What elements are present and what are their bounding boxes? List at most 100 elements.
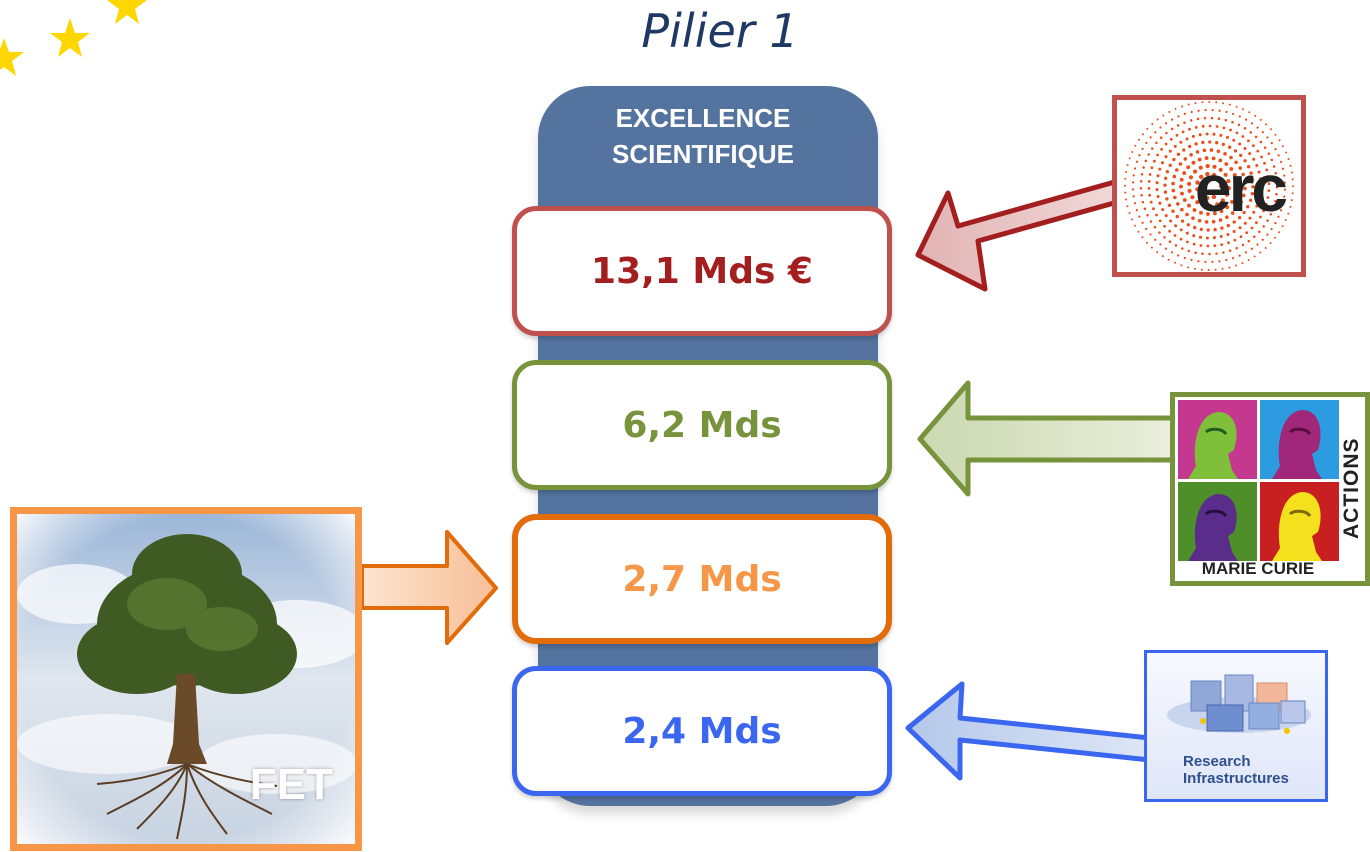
erc-dot [1155,181,1159,185]
erc-dot [1194,142,1198,146]
erc-dot [1281,202,1285,205]
erc-dot [1247,139,1250,143]
pillar-header-line1: EXCELLENCE [615,103,791,133]
erc-dot [1224,162,1229,166]
erc-dot [1281,167,1285,170]
arrow-fet [360,530,498,645]
erc-dot [1163,236,1166,239]
erc-dot [1233,193,1238,198]
erc-dot [1160,161,1165,165]
erc-dot [1194,126,1198,129]
erc-dot [1155,188,1159,192]
erc-dot [1262,225,1265,228]
erc-dot [1134,144,1137,147]
erc-dot [1146,127,1149,130]
erc-dot [1266,175,1270,179]
erc-dot [1250,226,1254,230]
erc-dot [1154,238,1157,241]
erc-dot [1259,215,1262,219]
erc-dot [1175,168,1179,172]
erc-dot [1130,218,1133,221]
erc-dot [1150,166,1154,170]
erc-dot [1175,133,1179,137]
erc-dot [1160,147,1163,151]
erc-dot [1164,122,1168,125]
erc-dot [1211,172,1217,178]
erc-dot [1264,247,1267,249]
erc-dot [1208,252,1211,256]
erc-dot [1289,164,1292,167]
erc-dot [1278,139,1281,142]
erc-dot [1204,260,1207,264]
erc-dot [1203,116,1207,120]
erc-dot [1139,180,1143,183]
erc-dot [1245,231,1249,235]
erc-dot [1176,152,1181,156]
amount-box-msca: 6,2 Mds [512,360,892,490]
erc-dot [1178,162,1183,166]
erc-dot [1238,166,1242,170]
erc-dot [1168,149,1172,153]
erc-dot [1161,255,1164,258]
erc-dot [1199,210,1203,215]
erc-dot [1125,170,1128,173]
star-icon [0,38,24,76]
erc-dot [1162,114,1165,117]
erc-dot [1216,177,1222,182]
erc-dot [1265,123,1268,126]
erc-dot [1158,167,1162,171]
erc-dot [1228,145,1232,149]
erc-dot [1210,116,1214,120]
erc-dot [1283,195,1286,198]
erc-dot [1218,109,1221,112]
erc-dot [1206,228,1210,232]
star-icon [50,18,90,57]
erc-dot [1139,187,1143,190]
erc-dot [1235,131,1239,135]
erc-dot [1216,190,1222,195]
erc-dot [1148,193,1152,197]
erc-dot [1198,235,1203,239]
erc-dot [1267,152,1271,155]
erc-dot [1282,145,1284,148]
erc-dot [1232,220,1236,224]
erc-dot [1193,267,1196,270]
erc-dot [1188,127,1191,131]
erc-dot [1141,221,1144,225]
erc-dot [1190,110,1193,114]
portrait-blue [1260,400,1339,479]
erc-dot [1291,192,1294,195]
amount-box-ri: 2,4 Mds [512,666,892,796]
erc-dot [1141,236,1144,239]
erc-dot [1143,207,1147,211]
erc-dot [1255,163,1259,168]
erc-dot [1173,234,1177,237]
erc-dot [1274,147,1277,151]
erc-dot [1185,231,1189,235]
erc-dot [1124,177,1127,180]
erc-dot [1158,219,1162,223]
tree-image-icon [17,514,355,844]
erc-dot [1241,262,1244,265]
erc-dot [1174,244,1178,247]
erc-dot [1246,205,1250,209]
erc-dot [1255,221,1258,225]
erc-dot [1156,251,1159,254]
erc-dot [1191,160,1196,165]
erc-dot [1243,146,1247,151]
erc-dot [1231,256,1235,260]
erc-dot [1198,133,1202,137]
erc-dot [1224,118,1228,122]
erc-dot [1284,219,1287,221]
erc-dot [1252,210,1256,214]
erc-dot [1242,108,1244,111]
erc-dot [1176,124,1180,127]
erc-dot [1163,190,1168,194]
erc-dot [1257,170,1261,174]
erc-dot [1167,203,1172,207]
erc-dot [1229,128,1232,132]
erc-dot [1125,198,1128,201]
erc-dot [1270,158,1274,162]
erc-dot [1263,146,1267,149]
erc-dot [1205,195,1210,201]
